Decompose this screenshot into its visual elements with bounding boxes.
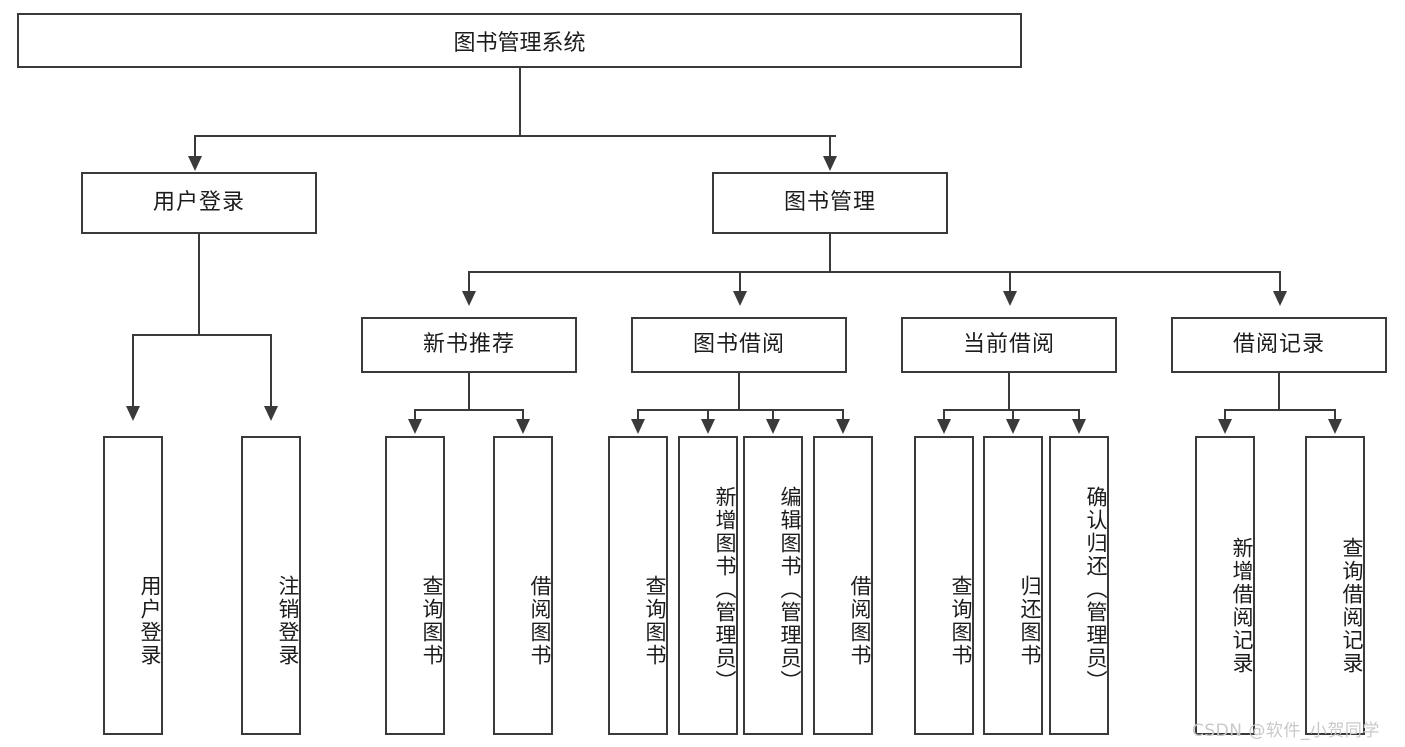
edge-root-down	[519, 68, 521, 136]
leaf-confirm-return-admin[interactable]: 确认归还（管理员）	[1049, 436, 1109, 735]
leaf-return-book[interactable]: 归还图书	[983, 436, 1043, 735]
arrow-to-leaf-query-book-3	[937, 419, 951, 434]
edge-bookmgmt-c4	[1279, 271, 1281, 293]
arrow-to-book-borrow	[733, 291, 747, 306]
edge-root-to-bookmgmt	[829, 135, 831, 159]
edge-bookmgmt-c1	[468, 271, 470, 293]
node-label: 注销登录	[276, 574, 300, 667]
node-label: 确认归还（管理员）	[1084, 486, 1108, 693]
arrow-to-leaf-borrow-book-1	[516, 419, 530, 434]
edge-borrowrecord-bar	[1225, 409, 1335, 411]
leaf-borrow-book-1[interactable]: 借阅图书	[493, 436, 553, 735]
edge-currentborrow-c3	[1078, 409, 1080, 421]
leaf-edit-book-admin[interactable]: 编辑图书（管理员）	[743, 436, 803, 735]
edge-currentborrow-c2	[1012, 409, 1014, 421]
node-book-management[interactable]: 图书管理	[712, 172, 948, 234]
arrow-to-current-borrow	[1003, 291, 1017, 306]
leaf-user-login[interactable]: 用户登录	[103, 436, 163, 735]
arrow-to-leaf-return-book	[1006, 419, 1020, 434]
edge-bookmgmt-bar	[469, 271, 1281, 273]
node-label: 借阅记录	[1232, 331, 1325, 357]
node-label: 用户登录	[152, 189, 245, 215]
edge-bookborrow-c2	[707, 409, 709, 421]
node-label: 当前借阅	[962, 331, 1055, 357]
arrow-to-leaf-user-login	[126, 406, 140, 421]
node-label: 查询借阅记录	[1340, 536, 1364, 675]
edge-borrowrecord-down	[1278, 373, 1280, 410]
arrow-to-leaf-query-book-1	[408, 419, 422, 434]
edge-bookborrow-bar	[638, 409, 844, 411]
node-label: 查询图书	[949, 574, 973, 667]
arrow-to-leaf-edit-book	[766, 419, 780, 434]
edge-userlogin-down	[198, 234, 200, 335]
leaf-query-book-1[interactable]: 查询图书	[385, 436, 445, 735]
node-root-system[interactable]: 图书管理系统	[17, 13, 1022, 68]
node-new-book-recommend[interactable]: 新书推荐	[361, 317, 577, 373]
arrow-to-leaf-confirm-return	[1072, 419, 1086, 434]
edge-userlogin-left	[132, 334, 134, 409]
arrow-to-leaf-add-record	[1218, 419, 1232, 434]
arrow-to-borrow-record	[1273, 291, 1287, 306]
edge-borrowrecord-c1	[1224, 409, 1226, 421]
arrow-to-leaf-query-record	[1328, 419, 1342, 434]
edge-bookmgmt-c2	[739, 271, 741, 293]
leaf-add-book-admin[interactable]: 新增图书（管理员）	[678, 436, 738, 735]
edge-root-bar	[195, 135, 836, 137]
edge-bookborrow-c3	[772, 409, 774, 421]
node-label: 查询图书	[643, 574, 667, 667]
node-label: 归还图书	[1018, 574, 1042, 667]
edge-root-to-userlogin	[194, 135, 196, 159]
edge-bookmgmt-c3	[1009, 271, 1011, 293]
node-current-borrow[interactable]: 当前借阅	[901, 317, 1117, 373]
edge-borrowrecord-c2	[1334, 409, 1336, 421]
node-book-borrow[interactable]: 图书借阅	[631, 317, 847, 373]
leaf-query-book-2[interactable]: 查询图书	[608, 436, 668, 735]
edge-currentborrow-c1	[943, 409, 945, 421]
node-label: 图书借阅	[692, 331, 785, 357]
edge-newbook-bar	[415, 409, 523, 411]
arrow-to-leaf-borrow-book-2	[836, 419, 850, 434]
edge-userlogin-bar	[133, 334, 272, 336]
arrow-to-new-book-recommend	[462, 291, 476, 306]
edge-newbook-down	[468, 373, 470, 410]
node-label: 新增图书（管理员）	[713, 486, 737, 693]
node-label: 图书管理	[783, 189, 876, 215]
arrow-to-userlogin	[188, 156, 202, 171]
node-label: 图书管理系统	[453, 30, 586, 56]
node-borrow-record[interactable]: 借阅记录	[1171, 317, 1387, 373]
arrow-to-leaf-add-book	[701, 419, 715, 434]
node-user-login[interactable]: 用户登录	[81, 172, 317, 234]
edge-bookborrow-c4	[842, 409, 844, 421]
arrow-to-leaf-logout	[264, 406, 278, 421]
node-label: 查询图书	[420, 574, 444, 667]
edge-bookborrow-c1	[637, 409, 639, 421]
node-label: 编辑图书（管理员）	[778, 486, 802, 693]
node-label: 借阅图书	[528, 574, 552, 667]
edge-newbook-c1	[414, 409, 416, 421]
leaf-query-borrow-record[interactable]: 查询借阅记录	[1305, 436, 1365, 735]
edge-userlogin-right	[270, 334, 272, 409]
edge-currentborrow-down	[1008, 373, 1010, 410]
leaf-add-borrow-record[interactable]: 新增借阅记录	[1195, 436, 1255, 735]
edge-newbook-c2	[522, 409, 524, 421]
leaf-query-book-3[interactable]: 查询图书	[914, 436, 974, 735]
watermark-text: CSDN @软件_小贺同学	[1192, 721, 1380, 741]
arrow-to-bookmgmt	[823, 156, 837, 171]
edge-bookmgmt-down	[829, 234, 831, 272]
arrow-to-leaf-query-book-2	[631, 419, 645, 434]
node-label: 用户登录	[138, 574, 162, 667]
node-label: 新增借阅记录	[1230, 536, 1254, 675]
leaf-logout[interactable]: 注销登录	[241, 436, 301, 735]
edge-bookborrow-down	[738, 373, 740, 410]
node-label: 借阅图书	[848, 574, 872, 667]
node-label: 新书推荐	[422, 331, 515, 357]
leaf-borrow-book-2[interactable]: 借阅图书	[813, 436, 873, 735]
